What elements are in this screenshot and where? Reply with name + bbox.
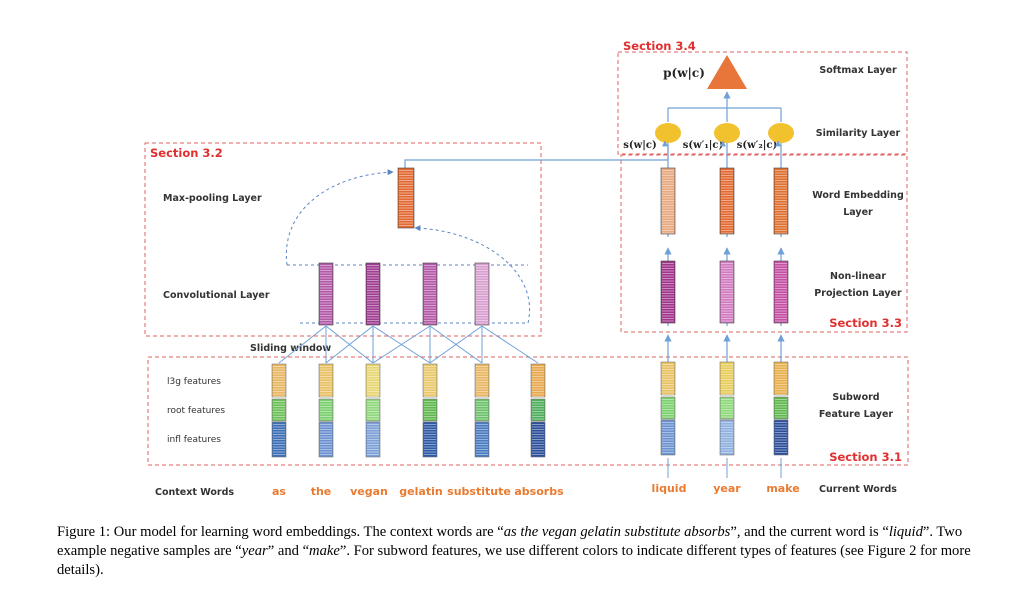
projection-vector	[719, 260, 735, 324]
current-word: year	[713, 482, 741, 495]
infl-feature-vector	[474, 421, 490, 458]
context-word: vegan	[350, 485, 388, 498]
section-3-1-box	[147, 356, 909, 466]
similarity-score-label: s(w′₁|c)	[683, 140, 723, 151]
caption-text: ”, and the current word is “	[730, 524, 889, 540]
section-3-2-label: Section 3.2	[150, 146, 223, 160]
sliding-window-label: Sliding window	[250, 343, 331, 354]
caption-text: ”. Two example negative samples are “	[57, 524, 963, 559]
subword-layer-label-2: Feature Layer	[819, 409, 894, 420]
word-embedding-layer-label-1: Word Embedding	[812, 190, 904, 201]
conv-feature-vector	[474, 262, 490, 326]
root-feature-vector	[365, 398, 381, 422]
section-3-1-label: Section 3.1	[829, 450, 902, 464]
softmax-layer-label: Softmax Layer	[819, 65, 897, 76]
l3g-feature-vector	[773, 361, 789, 396]
pooled-context-vector	[397, 167, 415, 229]
infl-feature-vector	[365, 421, 381, 458]
projection-vector	[660, 260, 676, 324]
infl-feature-vector	[422, 421, 438, 458]
word-embedding-layer-label-2: Layer	[843, 207, 873, 218]
current-words-label: Current Words	[819, 484, 897, 495]
l3g-feature-vector	[719, 361, 735, 396]
subword-layer-label-1: Subword	[832, 392, 879, 403]
vector-stacks	[271, 167, 789, 458]
pooling-curve	[414, 225, 530, 324]
section-3-3-box	[620, 154, 908, 333]
context-word: substitute	[447, 485, 511, 498]
root-feature-vector	[271, 398, 287, 422]
softmax-triangle	[707, 55, 747, 89]
section-3-2-box	[144, 142, 542, 337]
nonlinear-layer-label-2: Projection Layer	[814, 288, 902, 299]
caption-italic: liquid	[888, 524, 923, 540]
l3g-feature-vector	[271, 363, 287, 398]
caption-text: ”. For subword features, we use differen…	[57, 543, 971, 578]
conv-feature-vector	[365, 262, 381, 326]
context-vector-connector	[404, 159, 668, 168]
l3g-feature-vector	[365, 363, 381, 398]
word-embedding-vector	[719, 167, 735, 235]
caption-italic: make	[309, 543, 340, 559]
l3g-feature-vector	[474, 363, 490, 398]
similarity-node	[655, 123, 681, 143]
context-word: absorbs	[514, 485, 564, 498]
infl-feature-vector	[530, 421, 546, 458]
l3g-feature-vector	[318, 363, 334, 398]
maxpool-layer-label: Max-pooling Layer	[163, 193, 262, 204]
word-embedding-vector	[660, 167, 676, 235]
similarity-node	[714, 123, 740, 143]
conv-feature-vector	[318, 262, 334, 326]
l3g-features-label: l3g features	[167, 377, 221, 387]
caption-italic: year	[241, 543, 268, 559]
similarity-node	[768, 123, 794, 143]
context-word: the	[311, 485, 332, 498]
root-feature-vector	[773, 396, 789, 420]
similarity-score-label: s(w|c)	[623, 140, 656, 151]
infl-feature-vector	[719, 419, 735, 456]
section-3-3-label: Section 3.3	[829, 316, 902, 330]
root-feature-vector	[422, 398, 438, 422]
similarity-score-label: s(w′₂|c)	[737, 140, 777, 151]
current-word: liquid	[652, 482, 687, 495]
root-feature-vector	[474, 398, 490, 422]
root-feature-vector	[318, 398, 334, 422]
caption-text: ” and “	[267, 543, 310, 559]
pooling-curve	[285, 169, 394, 266]
root-feature-vector	[530, 398, 546, 422]
word-embedding-vector	[773, 167, 789, 235]
conv-feature-vector	[422, 262, 438, 326]
nonlinear-layer-label-1: Non-linear	[830, 271, 886, 282]
conv-layer-label: Convolutional Layer	[163, 290, 270, 301]
l3g-feature-vector	[530, 363, 546, 398]
section-3-4-label: Section 3.4	[623, 39, 696, 53]
infl-feature-vector	[318, 421, 334, 458]
figure-caption: Figure 1: Our model for learning word em…	[57, 523, 1012, 580]
context-word: gelatin	[399, 485, 442, 498]
infl-feature-vector	[773, 419, 789, 456]
infl-feature-vector	[660, 419, 676, 456]
similarity-layer-label: Similarity Layer	[816, 128, 901, 139]
l3g-feature-vector	[422, 363, 438, 398]
caption-italic: as the vegan gelatin substitute absorbs	[503, 524, 731, 540]
l3g-feature-vector	[660, 361, 676, 396]
projection-vector	[773, 260, 789, 324]
sliding-window-connections	[278, 325, 539, 364]
context-word: as	[272, 485, 286, 498]
infl-features-label: infl features	[167, 435, 221, 445]
caption-text: Figure 1: Our model for learning word em…	[57, 524, 504, 540]
context-words-label: Context Words	[155, 487, 234, 498]
root-features-label: root features	[167, 406, 225, 416]
current-word: make	[766, 482, 799, 495]
probability-label: p(w|c)	[663, 66, 705, 80]
infl-feature-vector	[271, 421, 287, 458]
root-feature-vector	[719, 396, 735, 420]
root-feature-vector	[660, 396, 676, 420]
section-3-4-box	[617, 51, 908, 155]
